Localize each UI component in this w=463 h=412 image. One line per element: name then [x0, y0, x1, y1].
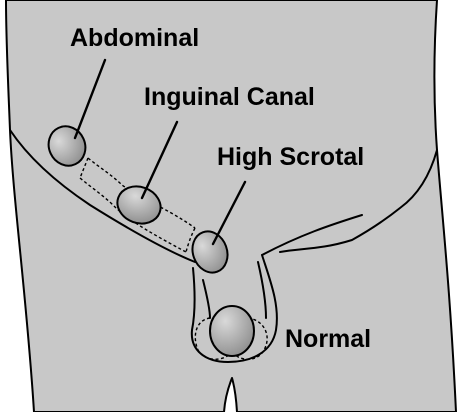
- right-hip-crease: [279, 149, 438, 253]
- label-inguinal-canal: Inguinal Canal: [144, 83, 315, 111]
- testis-inguinal-canal: [116, 185, 162, 225]
- right-thigh-line: [261, 214, 363, 256]
- scrotal-sac-dashed: [194, 317, 268, 360]
- leader-high-scrotal: [211, 180, 247, 246]
- testis-normal: [209, 305, 255, 357]
- label-high-scrotal: High Scrotal: [217, 143, 364, 171]
- left-hip-crease: [9, 129, 196, 263]
- testis-high-scrotal: [191, 230, 229, 274]
- label-abdominal: Abdominal: [70, 24, 199, 52]
- inguinal-canal-path: [79, 157, 196, 253]
- label-normal: Normal: [285, 325, 371, 353]
- penis-shaft-line: [202, 261, 267, 319]
- leader-inguinal-canal: [140, 120, 179, 200]
- leader-abdominal: [73, 58, 107, 140]
